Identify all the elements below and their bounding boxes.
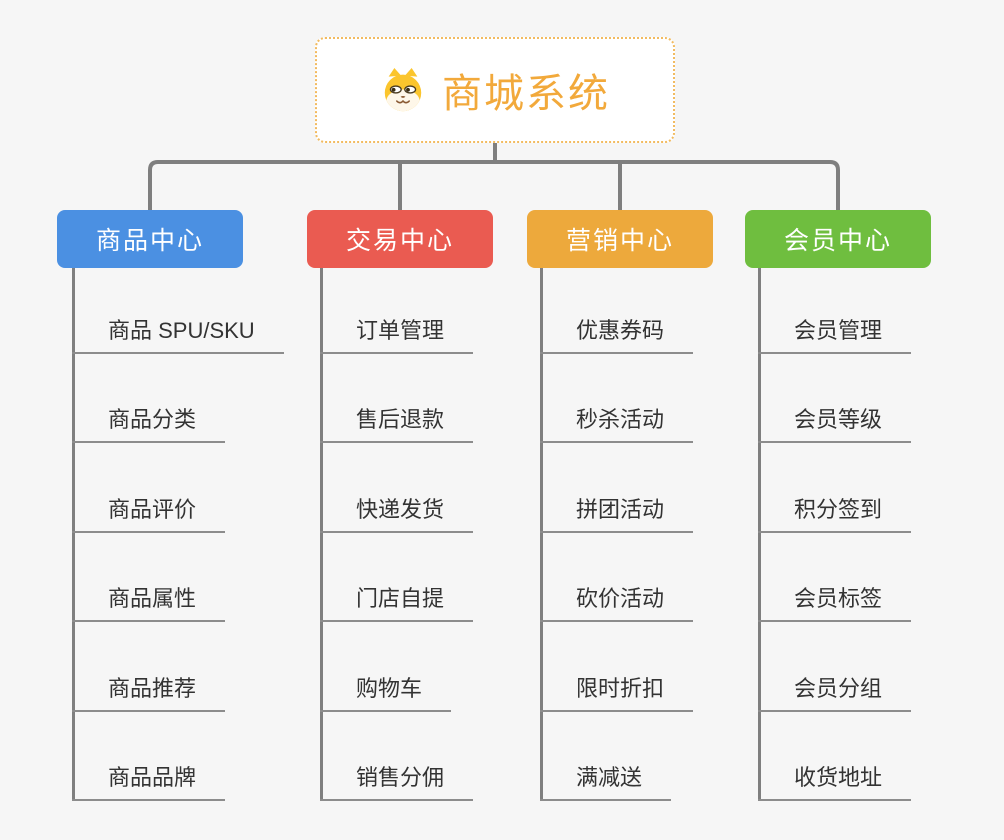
subtopic[interactable]: 商品品牌 [72, 763, 226, 801]
subtopic[interactable]: 购物车 [320, 674, 452, 712]
subtopic[interactable]: 快递发货 [320, 495, 474, 533]
subtopic[interactable]: 满减送 [540, 763, 672, 801]
subtopic[interactable]: 会员分组 [758, 674, 912, 712]
branch-topic-member-center[interactable]: 会员中心 [745, 210, 931, 268]
root-topic-label: 商城系统 [442, 72, 610, 116]
subtopic[interactable]: 会员管理 [758, 316, 912, 354]
subtopic[interactable]: 门店自提 [320, 584, 474, 622]
branch-topic-label: 营销中心 [565, 227, 674, 255]
subtopic[interactable]: 会员标签 [758, 584, 912, 622]
subtopic[interactable]: 商品属性 [72, 584, 226, 622]
branch-topic-label: 交易中心 [345, 227, 454, 255]
subtopic[interactable]: 商品推荐 [72, 674, 226, 712]
shiba-dog-icon [384, 67, 422, 112]
subtopic[interactable]: 砍价活动 [540, 584, 694, 622]
branch-children-member-center: 会员管理 会员等级 积分签到 会员标签 会员分组 收货地址 [758, 268, 998, 808]
subtopic[interactable]: 售后退款 [320, 405, 474, 443]
subtopic[interactable]: 销售分佣 [320, 763, 474, 801]
branch-spine [540, 268, 543, 799]
subtopic[interactable]: 秒杀活动 [540, 405, 694, 443]
branch-spine [320, 268, 323, 799]
subtopic[interactable]: 优惠券码 [540, 316, 694, 354]
branch-topic-product-center[interactable]: 商品中心 [57, 210, 243, 268]
branch-topic-label: 商品中心 [95, 227, 204, 255]
subtopic[interactable]: 拼团活动 [540, 495, 694, 533]
branch-spine [72, 268, 75, 799]
subtopic[interactable]: 商品 SPU/SKU [72, 316, 284, 354]
branch-spine [758, 268, 761, 799]
branch-children-trade-center: 订单管理 售后退款 快递发货 门店自提 购物车 销售分佣 [320, 268, 560, 808]
subtopic[interactable]: 会员等级 [758, 405, 912, 443]
branch-topic-label: 会员中心 [783, 227, 892, 255]
subtopic[interactable]: 积分签到 [758, 495, 912, 533]
branch-topic-marketing-center[interactable]: 营销中心 [527, 210, 713, 268]
subtopic[interactable]: 订单管理 [320, 316, 474, 354]
subtopic[interactable]: 限时折扣 [540, 674, 694, 712]
subtopic[interactable]: 收货地址 [758, 763, 912, 801]
root-topic[interactable]: 商城系统 [315, 37, 675, 143]
branch-children-product-center: 商品 SPU/SKU 商品分类 商品评价 商品属性 商品推荐 商品品牌 [72, 268, 312, 808]
subtopic[interactable]: 商品分类 [72, 405, 226, 443]
branch-children-marketing-center: 优惠券码 秒杀活动 拼团活动 砍价活动 限时折扣 满减送 [540, 268, 780, 808]
branch-topic-trade-center[interactable]: 交易中心 [307, 210, 493, 268]
subtopic[interactable]: 商品评价 [72, 495, 226, 533]
